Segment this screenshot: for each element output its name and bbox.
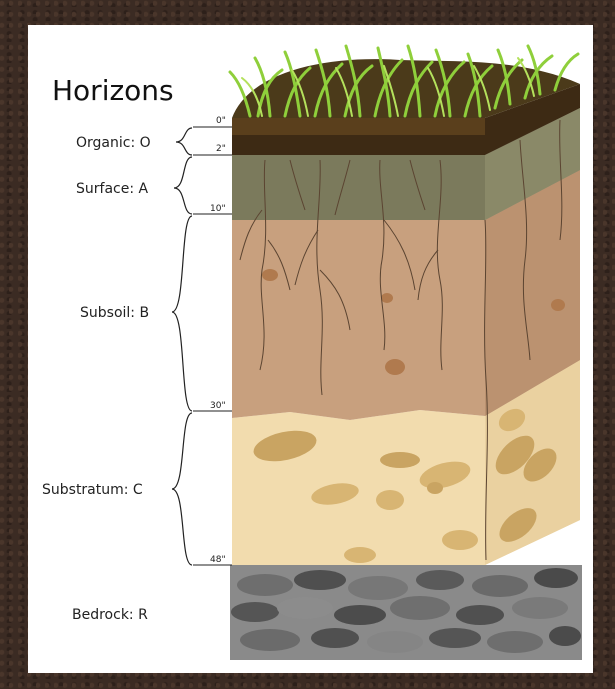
horizon-label-organic: Organic: O <box>76 135 151 151</box>
depth-label-48: 48" <box>210 555 226 565</box>
depth-label-30: 30" <box>210 401 226 411</box>
horizon-label-substratum: Substratum: C <box>42 482 143 498</box>
brace-organic <box>176 128 192 155</box>
depth-label-0: 0" <box>216 116 226 126</box>
depth-label-2: 2" <box>216 144 226 154</box>
horizon-label-surface: Surface: A <box>76 181 149 197</box>
brace-substratum <box>172 413 192 565</box>
depth-label-10: 10" <box>210 204 226 214</box>
diagram-title: Horizons <box>52 74 174 107</box>
horizon-braces <box>172 128 192 565</box>
horizon-label-bedrock: Bedrock: R <box>72 607 148 623</box>
depth-guides <box>193 127 232 565</box>
bedrock-layer <box>230 565 582 660</box>
brace-subsoil <box>172 216 192 411</box>
brace-surface <box>174 157 192 214</box>
horizon-label-subsoil: Subsoil: B <box>80 305 149 321</box>
